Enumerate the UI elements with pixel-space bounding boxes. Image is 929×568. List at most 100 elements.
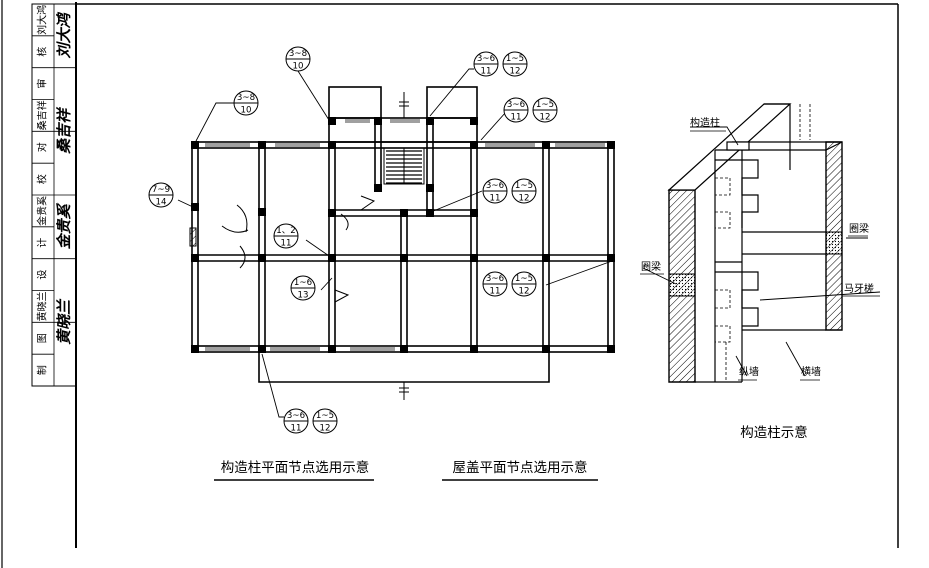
column-mark	[470, 117, 478, 125]
column-mark	[328, 345, 336, 353]
callout-sheet-number: 11	[490, 194, 501, 204]
column-mark	[191, 345, 199, 353]
callout-sheet-number: 12	[510, 67, 521, 77]
callout-detail-range: 3~6	[287, 411, 305, 421]
detail-callout-bubble: 1~512	[511, 178, 537, 204]
title-block-label: 对	[36, 142, 49, 152]
title-block-signature: 黄晓兰	[55, 298, 73, 345]
callout-sheet-number: 10	[293, 62, 304, 72]
column-mark	[374, 117, 382, 125]
detail-callout-bubble: 3~611	[283, 408, 309, 434]
callout-detail-range: 1~5	[515, 274, 533, 284]
callout-sheet-number: 12	[519, 194, 530, 204]
callout-detail-range: 3~8	[289, 49, 307, 59]
detail-callout-bubble: 7~914	[148, 182, 174, 208]
column-isometric	[640, 103, 881, 383]
detail-callout-bubble: 1~613	[290, 275, 316, 301]
plan-walls	[191, 86, 615, 383]
detail-callout-bubble: 1、211	[273, 223, 299, 249]
callout-sheet-number: 12	[540, 113, 551, 123]
column-mark	[258, 208, 266, 216]
column-mark	[400, 209, 408, 217]
column-mark	[400, 345, 408, 353]
title-block-signature: 桑吉祥	[55, 106, 73, 154]
detail-callout-bubble: 3~611	[503, 97, 529, 123]
title-block-label: 制	[36, 365, 49, 375]
column-mark	[607, 254, 615, 262]
sheet-frame	[1, 0, 899, 568]
detail-callout-bubble: 3~611	[482, 271, 508, 297]
floor-plan: 3~8103~8103~6111~5123~6111~5127~9143~611…	[148, 46, 615, 481]
callout-detail-range: 3~6	[477, 54, 495, 64]
column-mark	[374, 184, 382, 192]
column-mark	[607, 345, 615, 353]
callout-detail-range: 3~6	[486, 274, 504, 284]
column-mark	[470, 141, 478, 149]
title-block-label: 校	[36, 174, 49, 184]
callout-sheet-number: 12	[519, 287, 530, 297]
callout-detail-range: 1~5	[515, 181, 533, 191]
detail-callout-bubble: 3~810	[285, 46, 311, 72]
column-mark	[258, 141, 266, 149]
callout-sheet-number: 11	[481, 67, 492, 77]
column-mark	[470, 209, 478, 217]
iso-labels: 构造柱 圈梁 圈梁 马牙槎 纵墙 横墙 构造柱示意	[641, 116, 874, 441]
callout-sheet-number: 11	[490, 287, 501, 297]
title-block-signature: 刘大鸿	[55, 11, 73, 58]
detail-callout-bubble: 3~810	[233, 90, 259, 116]
callout-sheet-number: 14	[156, 198, 167, 208]
stair-treads	[383, 147, 425, 185]
column-mark	[258, 345, 266, 353]
column-mark	[542, 141, 550, 149]
column-mark	[400, 254, 408, 262]
callout-detail-range: 7~9	[152, 185, 170, 195]
detail-callout-bubble: 1~512	[502, 51, 528, 77]
title-block-label: 刘大鸿	[36, 5, 49, 35]
axis-marks	[189, 92, 409, 400]
column-mark	[607, 141, 615, 149]
column-mark	[328, 209, 336, 217]
title-block-label: 设	[37, 270, 49, 280]
column-mark	[426, 184, 434, 192]
caption-right: 屋盖平面节点选用示意	[453, 459, 588, 476]
callout-sheet-number: 12	[320, 424, 331, 434]
title-block-label: 核	[36, 47, 49, 57]
column-mark	[542, 254, 550, 262]
column-mark	[328, 141, 336, 149]
callout-leaders	[177, 68, 613, 418]
iso-caption: 构造柱示意	[740, 424, 808, 441]
callout-detail-range: 1~5	[316, 411, 334, 421]
callout-detail-range: 3~8	[237, 93, 255, 103]
label-toothed: 马牙槎	[844, 282, 874, 295]
column-mark	[470, 254, 478, 262]
label-cross-wall: 横墙	[801, 365, 821, 378]
column-mark	[191, 254, 199, 262]
label-column: 构造柱	[690, 116, 720, 129]
door-swings	[221, 195, 376, 303]
column-mark	[426, 117, 434, 125]
title-block-label: 图	[37, 333, 49, 343]
callout-sheet-number: 11	[291, 424, 302, 434]
label-ring-beam-right: 圈梁	[849, 222, 869, 235]
title-block-label: 计	[36, 238, 49, 248]
column-mark	[191, 141, 199, 149]
plan-captions: 构造柱平面节点选用示意 屋盖平面节点选用示意	[214, 459, 598, 481]
detail-callout-bubble: 3~611	[482, 178, 508, 204]
callout-detail-range: 1~5	[506, 54, 524, 64]
column-mark	[426, 209, 434, 217]
label-ring-beam-left: 圈梁	[641, 260, 661, 273]
title-block-label: 桑吉祥	[36, 100, 49, 130]
column-mark	[258, 254, 266, 262]
title-block-signature: 金贵奚	[55, 202, 73, 249]
label-long-wall: 纵墙	[739, 365, 759, 378]
title-block-label: 金贵奚	[36, 196, 49, 226]
callout-sheet-number: 11	[281, 239, 292, 249]
callout-sheet-number: 10	[241, 106, 252, 116]
callout-detail-range: 3~6	[507, 100, 525, 110]
title-block-label: 黄晓兰	[36, 291, 49, 321]
detail-callout-bubble: 1~512	[532, 97, 558, 123]
detail-callout-bubble: 1~512	[511, 271, 537, 297]
detail-callout-bubble: 3~611	[473, 51, 499, 77]
callout-sheet-number: 13	[298, 291, 309, 301]
column-mark	[328, 117, 336, 125]
